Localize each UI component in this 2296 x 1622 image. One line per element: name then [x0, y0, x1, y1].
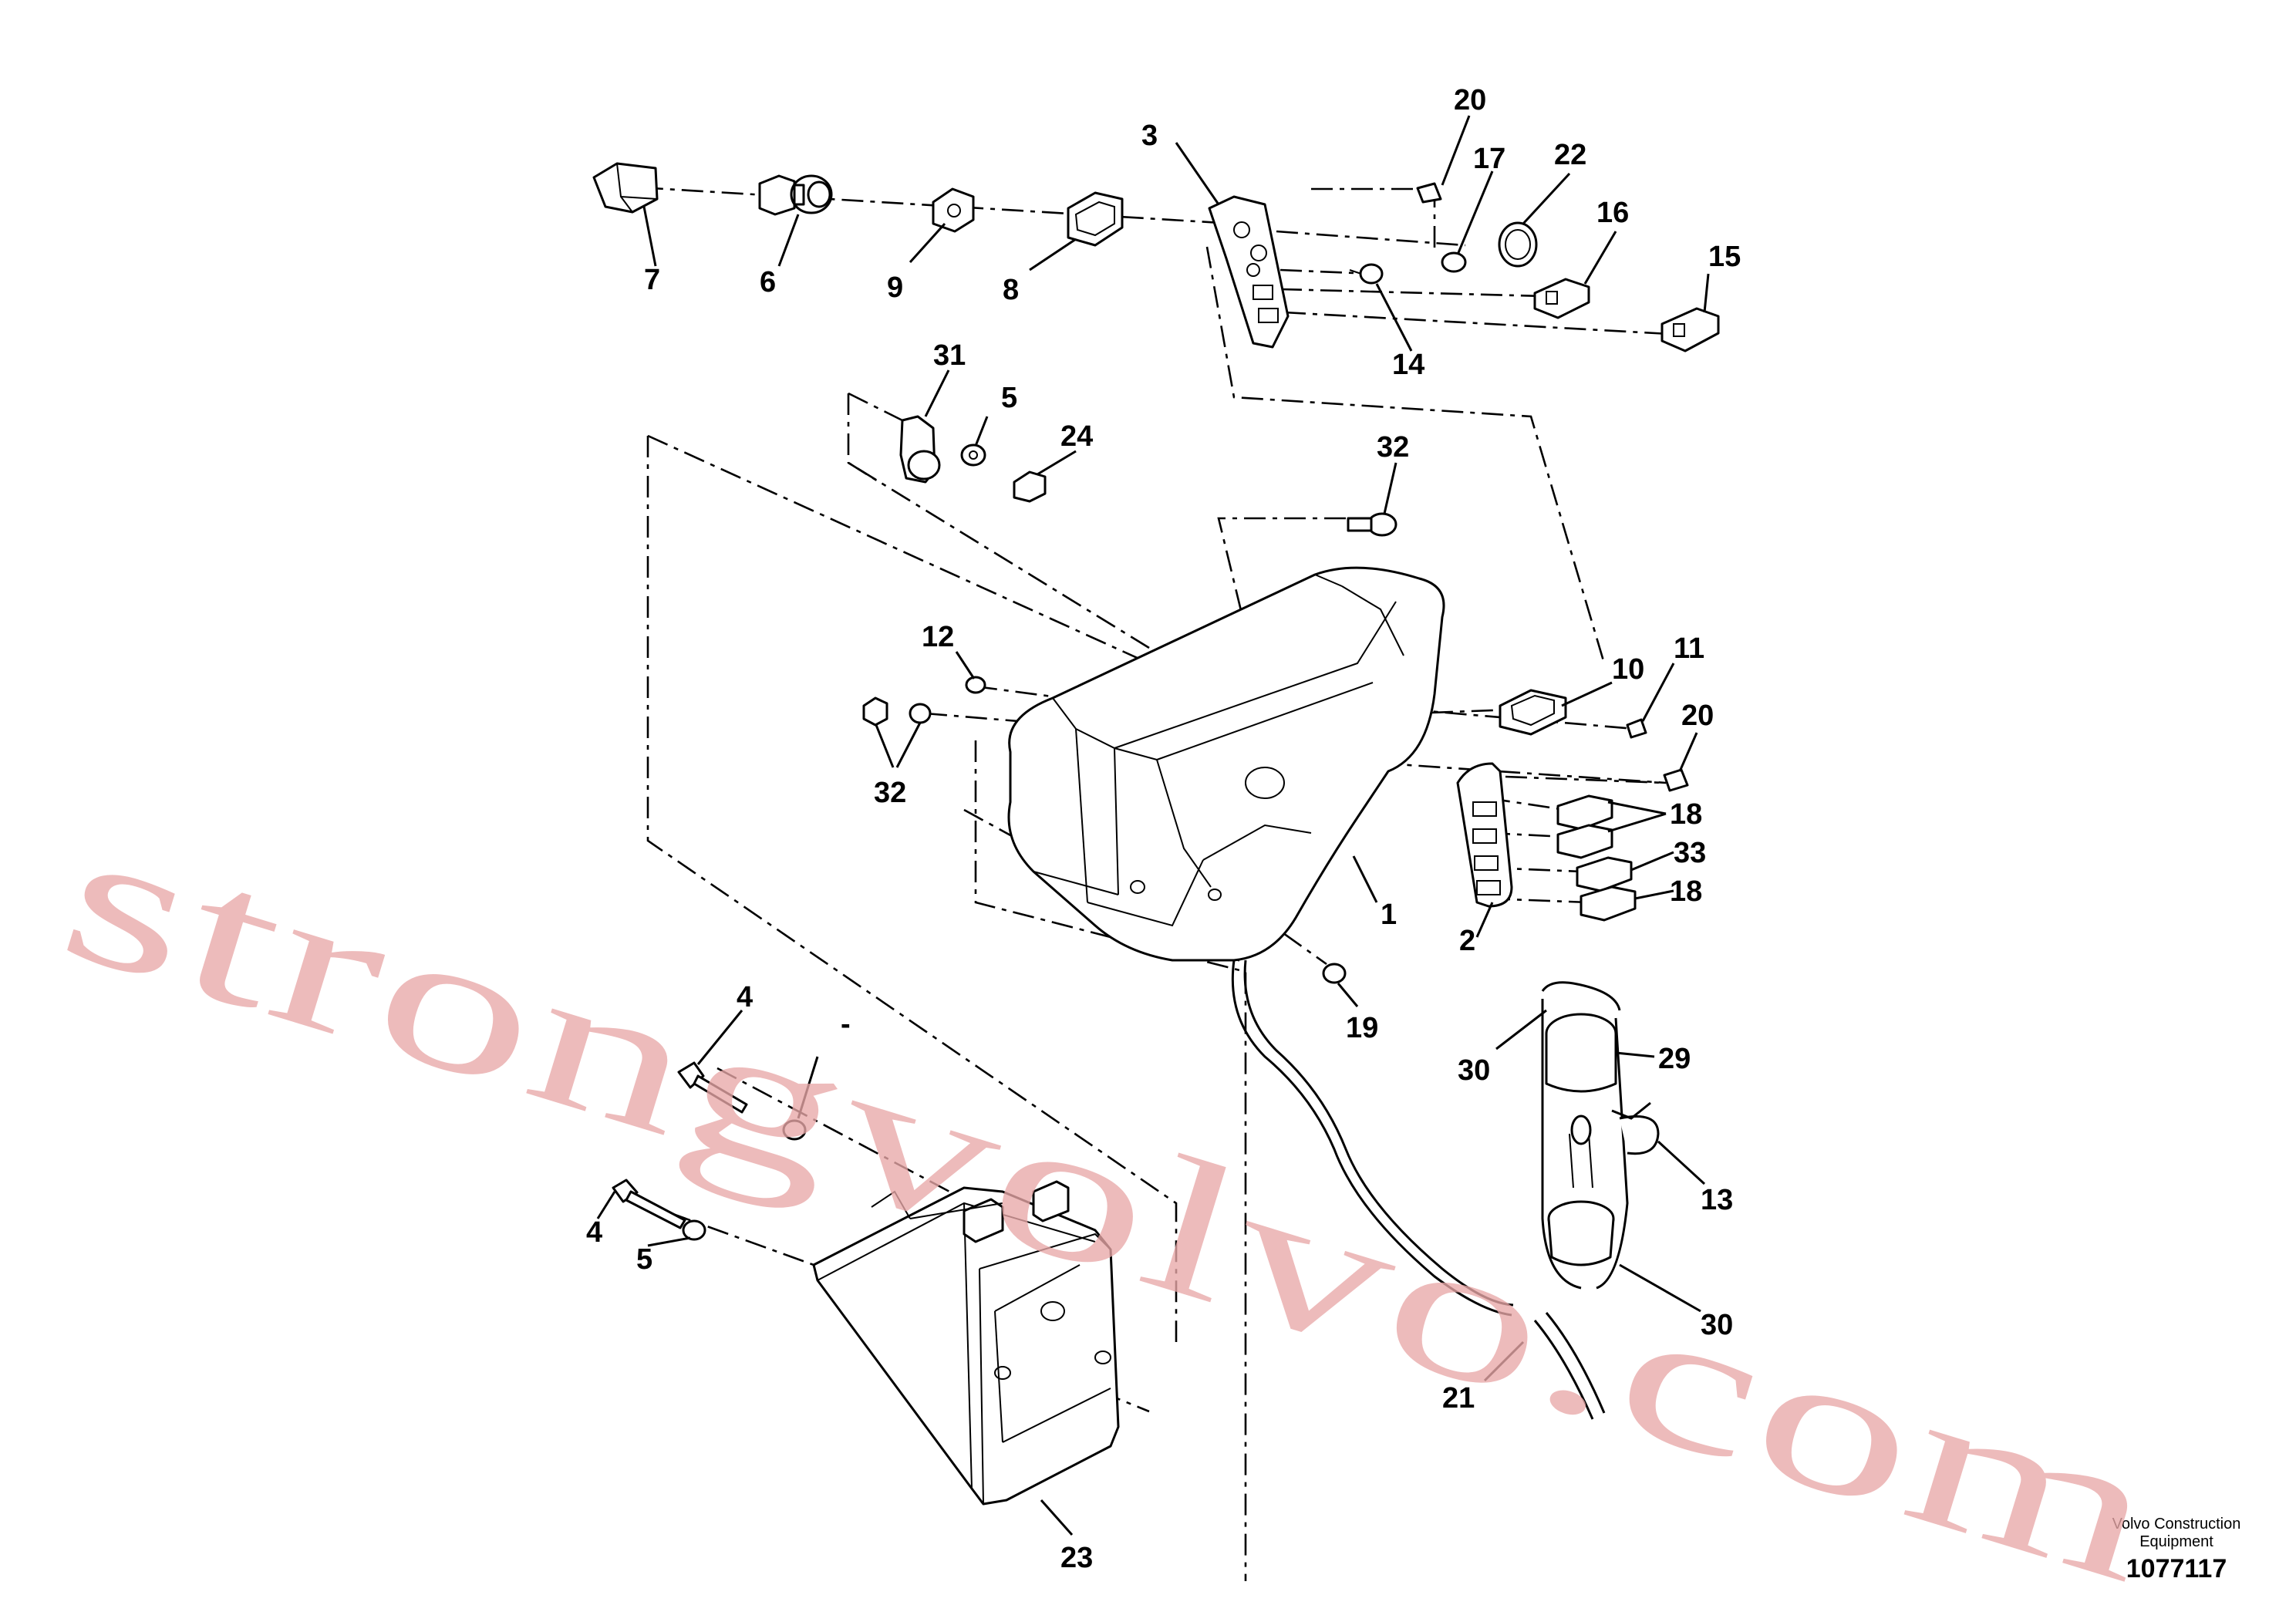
part-17-nut	[1441, 251, 1467, 273]
part-20-screw-top	[1416, 182, 1442, 204]
label-7: 7	[644, 264, 660, 296]
part-9-washer	[932, 187, 975, 233]
label-29: 29	[1658, 1043, 1691, 1075]
label-30-lower: 30	[1701, 1309, 1733, 1341]
label-19: 19	[1346, 1012, 1378, 1044]
part-7-cap	[592, 162, 659, 214]
part-3-panel	[1208, 195, 1290, 349]
part-24-nut	[1013, 470, 1047, 503]
label-15: 15	[1708, 241, 1741, 273]
part-10-switch	[1499, 689, 1567, 736]
label-8: 8	[1003, 274, 1019, 306]
part-20-screw-lower	[1663, 768, 1689, 792]
label-22: 22	[1554, 139, 1586, 171]
label-18-lower: 18	[1670, 875, 1702, 908]
part-19-plug	[1322, 963, 1347, 984]
part-32-button-top	[1347, 512, 1397, 537]
label-24: 24	[1060, 420, 1093, 453]
part-6-switch	[758, 174, 833, 216]
company-name-line1: Volvo Construction	[2112, 1516, 2241, 1533]
label-12: 12	[922, 621, 954, 653]
part-15-switch	[1660, 307, 1720, 352]
part-5-washer-top	[960, 443, 986, 467]
label-11: 11	[1674, 632, 1704, 665]
label-32-lower: 32	[874, 777, 906, 809]
part-31-bracket	[899, 415, 941, 484]
part-4-bolt-upper	[677, 1061, 748, 1114]
label-1: 1	[1381, 899, 1397, 931]
label-30-upper: 30	[1458, 1054, 1490, 1087]
part-1-housing	[1007, 566, 1606, 1420]
part-2-switch-panel	[1456, 762, 1513, 908]
label-21: 21	[1442, 1382, 1475, 1415]
label-14: 14	[1392, 349, 1424, 381]
label-31: 31	[933, 339, 966, 372]
part-5-washer-lower	[682, 1219, 706, 1241]
part-11-screw	[1626, 718, 1647, 739]
label-20-lower: 20	[1681, 700, 1714, 732]
part-29-30-13-connector	[1541, 981, 1660, 1290]
label-5-top: 5	[1001, 382, 1017, 414]
label-4-upper: 4	[737, 981, 753, 1013]
label-32-top: 32	[1377, 431, 1409, 464]
label-5-lower: 5	[636, 1243, 652, 1276]
label-23: 23	[1060, 1542, 1093, 1574]
label-4-lower: 4	[586, 1216, 602, 1249]
label-13: 13	[1701, 1184, 1733, 1216]
callout-labels: 1 2 3 4 4 5 5 - 6 7 8 9 10 11 12 13 14 1…	[586, 84, 1741, 1574]
label-17: 17	[1473, 143, 1505, 175]
label-20-top: 20	[1454, 84, 1486, 116]
part-5-washer-upper	[782, 1119, 807, 1141]
part-8-rocker	[1067, 191, 1124, 247]
label-33: 33	[1674, 837, 1706, 869]
part-18-33-switches	[1556, 794, 1637, 922]
title-block: Volvo Construction Equipment 1077117	[2112, 1516, 2241, 1583]
part-22-ring	[1498, 221, 1538, 268]
label-3: 3	[1141, 120, 1158, 152]
label-16: 16	[1596, 197, 1629, 229]
part-32-nuts	[862, 696, 932, 727]
label-2: 2	[1459, 925, 1475, 957]
company-name-line2: Equipment	[2139, 1533, 2213, 1550]
part-14-lamp	[1349, 263, 1384, 285]
label-9: 9	[887, 271, 903, 304]
document-number: 1077117	[2126, 1554, 2227, 1583]
leader-lines	[596, 115, 1710, 1536]
label-18-upper: 18	[1670, 798, 1702, 831]
part-16-switch	[1533, 278, 1590, 319]
part-23-control-box	[812, 1180, 1120, 1506]
label-dash: -	[841, 1008, 851, 1040]
label-10: 10	[1612, 653, 1644, 686]
part-4-bolt-lower	[612, 1179, 686, 1229]
part-12-screw	[965, 676, 986, 694]
label-6: 6	[760, 266, 776, 298]
